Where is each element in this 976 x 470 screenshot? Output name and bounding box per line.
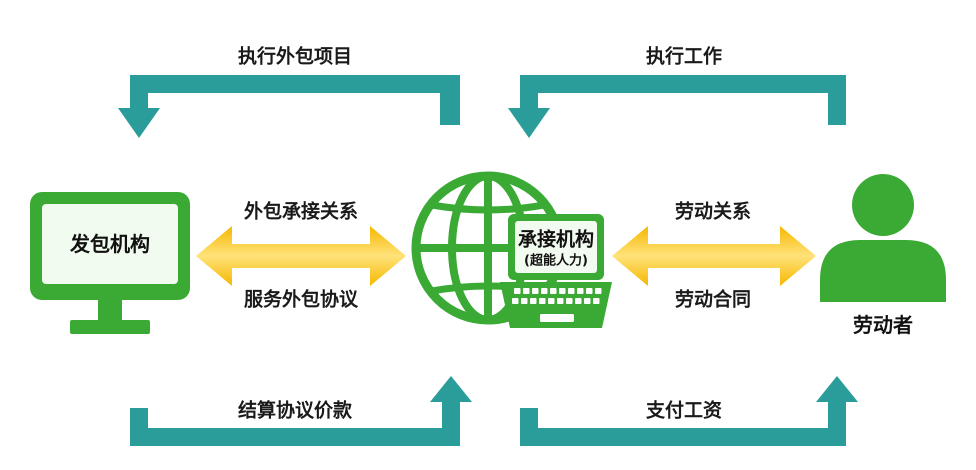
flow-label-outsourcing-relation: 外包承接关系 [243,200,359,223]
keyboard-key [557,298,564,304]
flow-label-execute-outsourcing: 执行外包项目 [237,45,353,68]
keyboard-key [532,288,539,294]
keyboard-key [550,288,557,294]
flow-label-pay-wages: 支付工资 [645,399,723,422]
keyboard-key [523,288,530,294]
keyboard-key [593,298,600,304]
keyboard-key [521,298,528,304]
arrow-top-left [118,75,460,138]
arrow-top-right [508,75,846,138]
keyboard-key [530,298,537,304]
node-sublabel-platform: (超能人力) [524,253,588,269]
monitor-icon [30,192,190,334]
node-label-client: 发包机构 [70,232,150,256]
keyboard-key [586,288,593,294]
node-label-worker: 劳动者 [853,313,913,337]
flow-label-labor-contract: 劳动合同 [674,288,752,311]
keyboard-key [568,288,575,294]
keyboard-key [584,298,591,304]
flow-label-execute-work: 执行工作 [645,45,723,68]
keyboard-key [548,298,555,304]
node-label-platform: 承接机构 [517,228,595,251]
keyboard-key [514,288,521,294]
arrow-bottom-right [520,376,858,446]
keyboard-key [559,288,566,294]
keyboard-key [541,288,548,294]
arrow-bottom-left [130,376,472,446]
keyboard-key [566,298,573,304]
keyboard-key [595,288,602,294]
flow-label-service-agreement: 服务外包协议 [243,288,359,311]
flow-label-labor-relation: 劳动关系 [674,200,752,223]
double-arrow-left [196,226,406,286]
double-arrow-right [612,226,816,286]
flow-label-settlement: 结算协议价款 [237,399,353,422]
keyboard-key [539,298,546,304]
keyboard-key [575,298,582,304]
laptop-icon [500,214,612,328]
keyboard-key [512,298,519,304]
person-icon [820,174,946,302]
keyboard-key [577,288,584,294]
